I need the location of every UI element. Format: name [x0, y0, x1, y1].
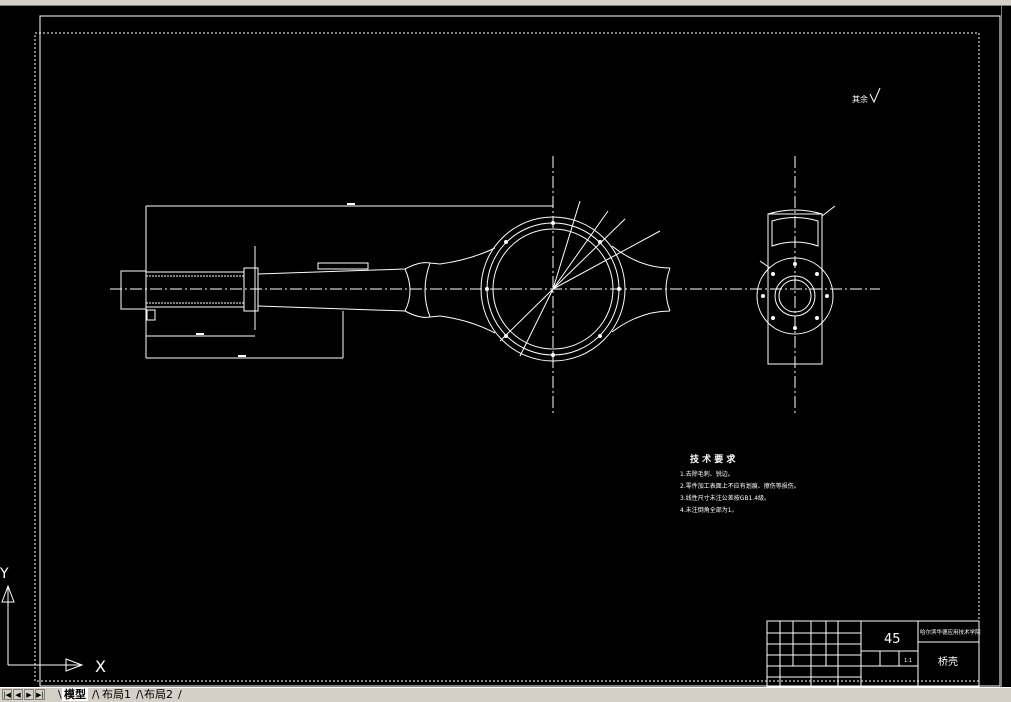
tech-req-title: 技 术 要 求 [690, 453, 736, 465]
ucs-x-label: X [95, 657, 106, 676]
ucs-y-label: Y [0, 566, 9, 582]
drawing-canvas[interactable]: 其余 技 术 要 求 1.去除毛刺、锐边。 2.零件加工表面上不应有划痕、擦伤等… [0, 6, 1011, 687]
tab-model[interactable]: 模型 [62, 688, 88, 701]
border-frame [39, 15, 1001, 687]
tab-separator: \ [58, 688, 62, 701]
scale-label: 1:1 [904, 658, 912, 664]
roughness-symbol [869, 87, 881, 104]
tech-req-item: 1.去除毛刺、锐边。 [680, 470, 734, 478]
material-label: 45 [884, 632, 901, 647]
side-view [756, 156, 836, 416]
next-tab-button[interactable]: ▶ [24, 689, 34, 700]
roughness-note: 其余 [852, 94, 868, 104]
tech-requirements: 技 术 要 求 1.去除毛刺、锐边。 2.零件加工表面上不应有划痕、擦伤等损伤。… [680, 453, 800, 514]
tab-separator: / [178, 688, 182, 701]
tab-layout1[interactable]: 布局1 [102, 688, 131, 701]
tech-req-item: 3.线性尺寸未注公差按GB1.4级。 [680, 494, 770, 502]
school-label: 哈尔滨华德应用技术学院 [920, 628, 981, 636]
first-tab-button[interactable]: |◀ [2, 689, 12, 700]
tab-separator: /\ [92, 688, 100, 701]
ucs-icon [1, 584, 84, 672]
layout-tab-bar: |◀ ◀ ▶ ▶| \ 模型 /\ 布局1 /\ 布局2 / [0, 687, 1011, 702]
last-tab-button[interactable]: ▶| [35, 689, 45, 700]
paper-frame [34, 32, 980, 682]
top-toolbar-edge [0, 0, 1011, 6]
tab-layout2[interactable]: 布局2 [144, 688, 173, 701]
part-name-label: 桥壳 [938, 655, 958, 668]
tab-separator: /\ [136, 688, 144, 701]
prev-tab-button[interactable]: ◀ [13, 689, 23, 700]
tech-req-item: 4.未注倒角全部为1。 [680, 506, 738, 514]
vertical-scrollbar[interactable] [1001, 6, 1011, 687]
dimension-labels [196, 203, 355, 357]
tech-req-item: 2.零件加工表面上不应有划痕、擦伤等损伤。 [680, 482, 800, 490]
front-view [110, 156, 880, 416]
title-block [766, 620, 980, 687]
